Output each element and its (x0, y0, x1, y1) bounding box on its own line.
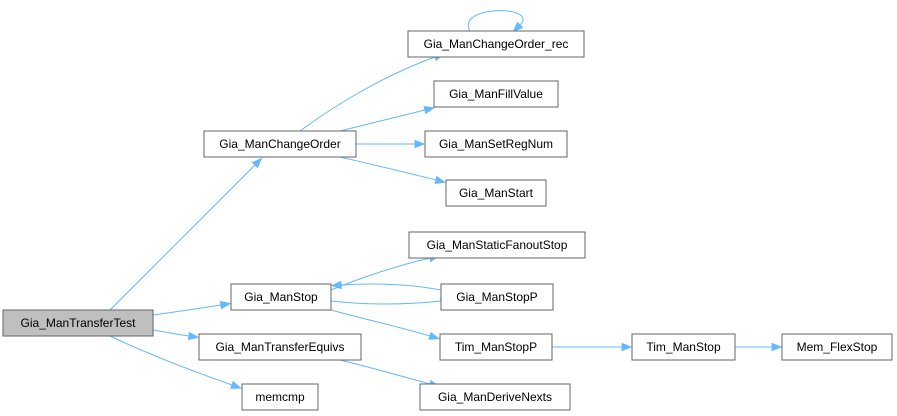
edge-stop-to-tim-stop-p (330, 309, 440, 340)
node-box[interactable] (419, 383, 571, 411)
arrowhead (428, 331, 440, 340)
node-box[interactable] (203, 130, 357, 158)
edge-line (109, 335, 233, 386)
node-label: memcmp (255, 390, 305, 404)
edge-change-order-to-change-order-rec (299, 53, 445, 132)
edge-stop-p-to-stop (330, 280, 442, 291)
edge-line (299, 56, 436, 132)
edge-transfer-test-to-stop (152, 300, 232, 316)
edge-line (330, 309, 431, 337)
node-label: Tim_ManStopP (455, 340, 537, 354)
arrowhead (423, 106, 436, 115)
edge-stop-to-stop-p (330, 296, 452, 306)
node-box[interactable] (2, 309, 154, 337)
node-tim-stop-p[interactable]: Tim_ManStopP (439, 333, 553, 361)
node-label: Tim_ManStop (646, 340, 721, 354)
edge-line (340, 283, 442, 291)
edge-transfer-test-to-transfer-equivs (152, 329, 200, 341)
edge-line (109, 164, 256, 311)
edge-change-order-to-start (339, 156, 447, 184)
node-box[interactable] (781, 333, 893, 361)
node-label: Gia_ManStop (244, 290, 318, 304)
node-mem-flex-stop[interactable]: Mem_FlexStop (781, 333, 893, 361)
arrowhead (621, 342, 633, 352)
node-label: Gia_ManChangeOrder_rec (424, 37, 569, 51)
edge-change-order-to-fill-value (339, 106, 436, 132)
node-box[interactable] (408, 231, 586, 259)
node-box[interactable] (230, 283, 332, 311)
arrowhead (414, 139, 426, 149)
arrowhead (434, 175, 447, 184)
node-label: Gia_ManStopP (456, 290, 537, 304)
node-label: Gia_ManTransferEquivs (216, 340, 345, 354)
node-label: Gia_ManSetRegNum (439, 137, 553, 151)
arrowhead (512, 21, 524, 33)
node-derive-nexts[interactable]: Gia_ManDeriveNexts (419, 383, 571, 411)
node-label: Mem_FlexStop (797, 340, 878, 354)
edge-line (339, 109, 426, 132)
arrowhead (230, 380, 242, 389)
node-tim-stop[interactable]: Tim_ManStop (631, 333, 736, 361)
node-set-reg-num[interactable]: Gia_ManSetRegNum (424, 130, 568, 158)
node-box[interactable] (631, 333, 736, 361)
edge-line (339, 156, 437, 181)
edge-transfer-test-to-memcmp (109, 335, 242, 389)
node-label: Gia_ManStaticFanoutStop (427, 238, 568, 252)
edge-tim-stop-to-mem-flex-stop (735, 342, 783, 352)
edge-line (330, 300, 442, 305)
node-box[interactable] (241, 383, 319, 411)
edge-tim-stop-p-to-tim-stop (552, 342, 633, 352)
edge-change-order-rec-to-change-order-rec (467, 10, 524, 33)
node-change-order[interactable]: Gia_ManChangeOrder (203, 130, 357, 158)
node-label: Gia_ManStart (459, 186, 534, 200)
node-transfer-equivs[interactable]: Gia_ManTransferEquivs (198, 333, 362, 361)
edge-line (339, 359, 431, 385)
node-stop[interactable]: Gia_ManStop (230, 283, 332, 311)
node-box[interactable] (445, 179, 547, 207)
edge-change-order-to-set-reg-num (356, 139, 426, 149)
node-label: Gia_ManTransferTest (21, 316, 137, 330)
node-box[interactable] (198, 333, 362, 361)
node-box[interactable] (433, 80, 559, 108)
node-box[interactable] (440, 283, 554, 311)
arrowhead (251, 157, 263, 169)
node-label: Gia_ManFillValue (449, 87, 543, 101)
node-memcmp[interactable]: memcmp (241, 383, 319, 411)
node-transfer-test[interactable]: Gia_ManTransferTest (2, 309, 154, 337)
edge-line (152, 304, 222, 316)
node-label: Gia_ManDeriveNexts (438, 390, 552, 404)
node-box[interactable] (407, 30, 585, 58)
arrowhead (219, 300, 232, 310)
arrowhead (771, 342, 783, 352)
edge-line (467, 10, 524, 32)
node-box[interactable] (424, 130, 568, 158)
node-fill-value[interactable]: Gia_ManFillValue (433, 80, 559, 108)
edge-transfer-test-to-change-order (109, 157, 263, 311)
arrowhead (187, 331, 200, 341)
node-stop-p[interactable]: Gia_ManStopP (440, 283, 554, 311)
node-start[interactable]: Gia_ManStart (445, 179, 547, 207)
node-box[interactable] (439, 333, 553, 361)
edge-line (152, 329, 190, 337)
edge-transfer-equivs-to-derive-nexts (339, 359, 441, 388)
node-layer: Gia_ManTransferTestGia_ManChangeOrderGia… (2, 30, 893, 411)
node-label: Gia_ManChangeOrder (219, 137, 340, 151)
arrowhead (330, 280, 342, 290)
node-static-fanout-stop[interactable]: Gia_ManStaticFanoutStop (408, 231, 586, 259)
node-change-order-rec[interactable]: Gia_ManChangeOrder_rec (407, 30, 585, 58)
